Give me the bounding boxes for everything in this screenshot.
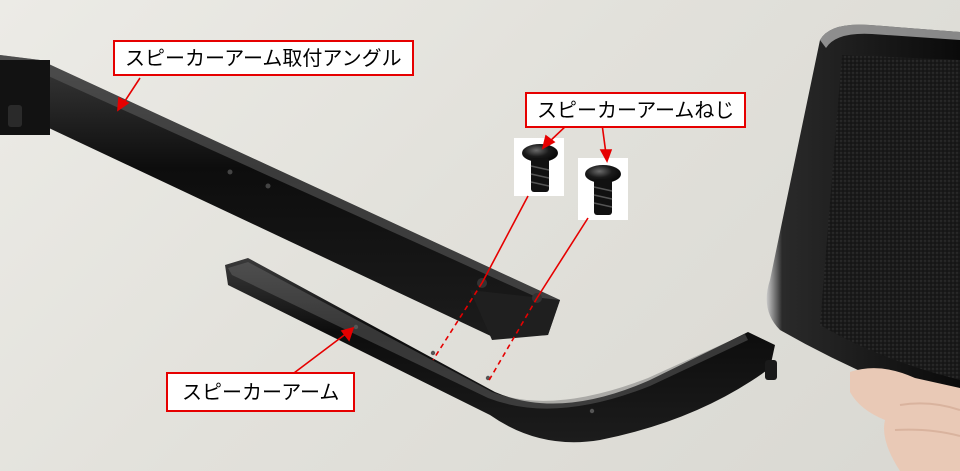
callout-arm-label: スピーカーアーム (166, 372, 356, 412)
callout-screw-label: スピーカーアームねじ (525, 92, 747, 128)
callout-arrows (117, 77, 613, 377)
screw-1 (522, 144, 558, 192)
screw-2 (585, 165, 621, 215)
speaker-box (765, 24, 960, 471)
assembly-guide-lines (432, 195, 589, 383)
callout-bracket-label: スピーカーアーム取付アングル (113, 40, 414, 76)
screw-images (514, 138, 628, 220)
speaker-arm (225, 258, 775, 443)
hand (850, 368, 960, 471)
